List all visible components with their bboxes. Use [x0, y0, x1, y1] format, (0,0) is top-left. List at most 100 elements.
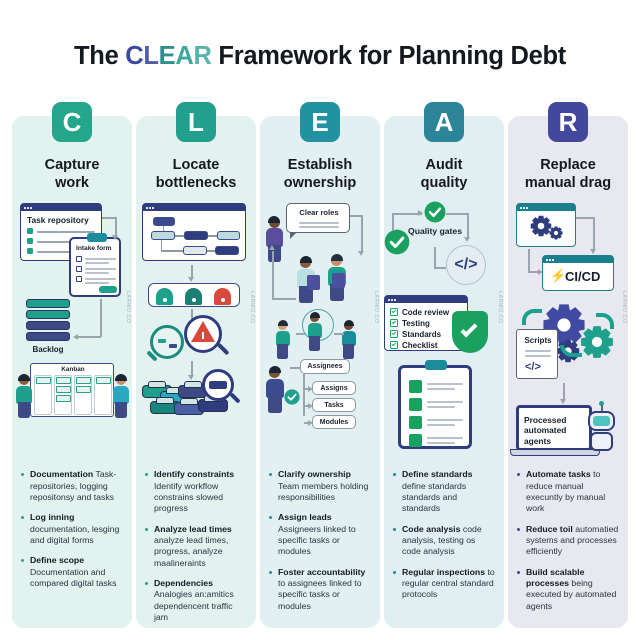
flow-node — [217, 231, 240, 241]
window-dot — [549, 259, 551, 261]
person-legs — [309, 336, 321, 351]
flow-line — [78, 336, 101, 338]
checkbox-checked — [390, 330, 398, 339]
flow-arrowhead — [308, 385, 313, 392]
tree-node: Modules — [312, 415, 356, 430]
flow-node — [183, 246, 207, 256]
flow-line — [576, 217, 594, 219]
bullet-item: Code analysis code analysis, testing os … — [393, 524, 495, 558]
person-hair — [309, 312, 320, 319]
gauge-dial — [156, 288, 173, 306]
warning-triangle-icon — [191, 321, 215, 343]
text-line — [37, 240, 95, 243]
text-line — [299, 222, 339, 225]
window-dot — [152, 207, 154, 209]
gauges-panel — [148, 283, 240, 308]
column-title-line2: ownership — [283, 174, 357, 191]
acronym-letter-r: R — [193, 42, 212, 70]
gears-icon — [549, 226, 563, 245]
bullet-dot — [145, 473, 148, 477]
checklist-item-label: Standards — [402, 330, 442, 340]
kanban-card — [55, 377, 71, 385]
letter-badge-e: E — [300, 102, 340, 142]
person-figure — [14, 374, 34, 418]
robot-antenna-dot — [599, 401, 604, 407]
text-line — [427, 383, 463, 386]
clipboard-check — [409, 416, 422, 430]
flow-arrowhead — [418, 210, 423, 217]
person-hair — [268, 216, 281, 224]
flow-arrow — [191, 265, 193, 278]
bullet-dot — [269, 516, 272, 520]
flow-connector — [207, 250, 215, 252]
bullet-item: Automate tasks to reduce manual execuntl… — [517, 469, 619, 514]
flow-arrowhead — [590, 249, 597, 255]
bullet-body: to reduce manual execuntly by manual wor… — [526, 469, 606, 514]
window-dot — [146, 207, 148, 209]
text-line — [85, 278, 116, 281]
window-dot — [394, 299, 396, 301]
bullet-heading: Regular inspections — [402, 566, 486, 577]
flow-arrow — [191, 361, 193, 376]
window-dot — [552, 259, 554, 261]
kanban-card — [55, 395, 71, 403]
person-legs — [268, 395, 282, 414]
text-line — [37, 230, 95, 233]
text-line — [85, 271, 109, 274]
column-illustration: LARMO.CO — [136, 199, 256, 461]
window-titlebar — [543, 256, 613, 264]
flow-line — [334, 333, 344, 335]
window-dot — [27, 207, 29, 209]
bullet-heading: Analyze lead times — [154, 523, 232, 534]
rotate-arrow-right — [596, 313, 614, 330]
car-window — [156, 397, 174, 405]
lightning-bolt-icon: ⚡ — [550, 268, 567, 284]
text-line — [37, 250, 95, 253]
bullet-heading: Automate tasks — [526, 469, 591, 480]
checkbox-chip — [27, 248, 33, 255]
cicd-window: ⚡CI/CD — [542, 255, 614, 292]
flow-line — [434, 247, 436, 268]
person-figure — [306, 312, 324, 351]
flow-arrowhead — [188, 375, 195, 381]
scripts-code-icon: </> — [525, 361, 541, 374]
form-checkbox — [76, 266, 82, 272]
person-legs — [343, 344, 355, 359]
bullet-heading: Clarify ownership — [278, 469, 351, 480]
window-titlebar — [143, 204, 245, 212]
workflow-window — [142, 203, 246, 262]
magnifier-teal — [150, 325, 184, 360]
window-dot — [24, 207, 26, 209]
bullet-body: Team members holding responsibilities — [278, 480, 369, 502]
text-line — [85, 268, 116, 271]
gauge-center — [162, 298, 167, 303]
column-bullets: Clarify ownership Team members holding r… — [260, 461, 380, 621]
flow-line — [272, 251, 274, 300]
kanban-board: Kanban — [30, 363, 114, 418]
clear-roles-bubble: Clear roles — [286, 203, 350, 234]
flow-line — [304, 422, 311, 424]
car-icon — [198, 395, 228, 413]
flow-arrowhead — [308, 402, 313, 409]
flow-node — [184, 231, 208, 241]
code-icon: </> — [454, 256, 478, 274]
tree-node: Tasks — [312, 398, 356, 413]
flow-line — [100, 299, 102, 338]
flow-arrow — [191, 309, 193, 322]
person-figure — [274, 320, 292, 359]
bullet-body: Assigneers linked to specific tasks or m… — [278, 523, 356, 557]
clipboard-check — [409, 434, 422, 448]
acronym-letter-c: C — [125, 42, 144, 70]
check-badge — [284, 389, 300, 410]
column-title-line1: Replace — [540, 157, 596, 173]
flow-connector — [161, 240, 163, 251]
watermark-text: LARMO.CO — [249, 291, 255, 324]
window-dot — [523, 207, 525, 209]
bullet-dot — [269, 570, 272, 574]
flow-line — [290, 367, 301, 369]
flow-arrowhead — [560, 399, 567, 405]
bullet-heading: Define scope — [30, 555, 85, 566]
